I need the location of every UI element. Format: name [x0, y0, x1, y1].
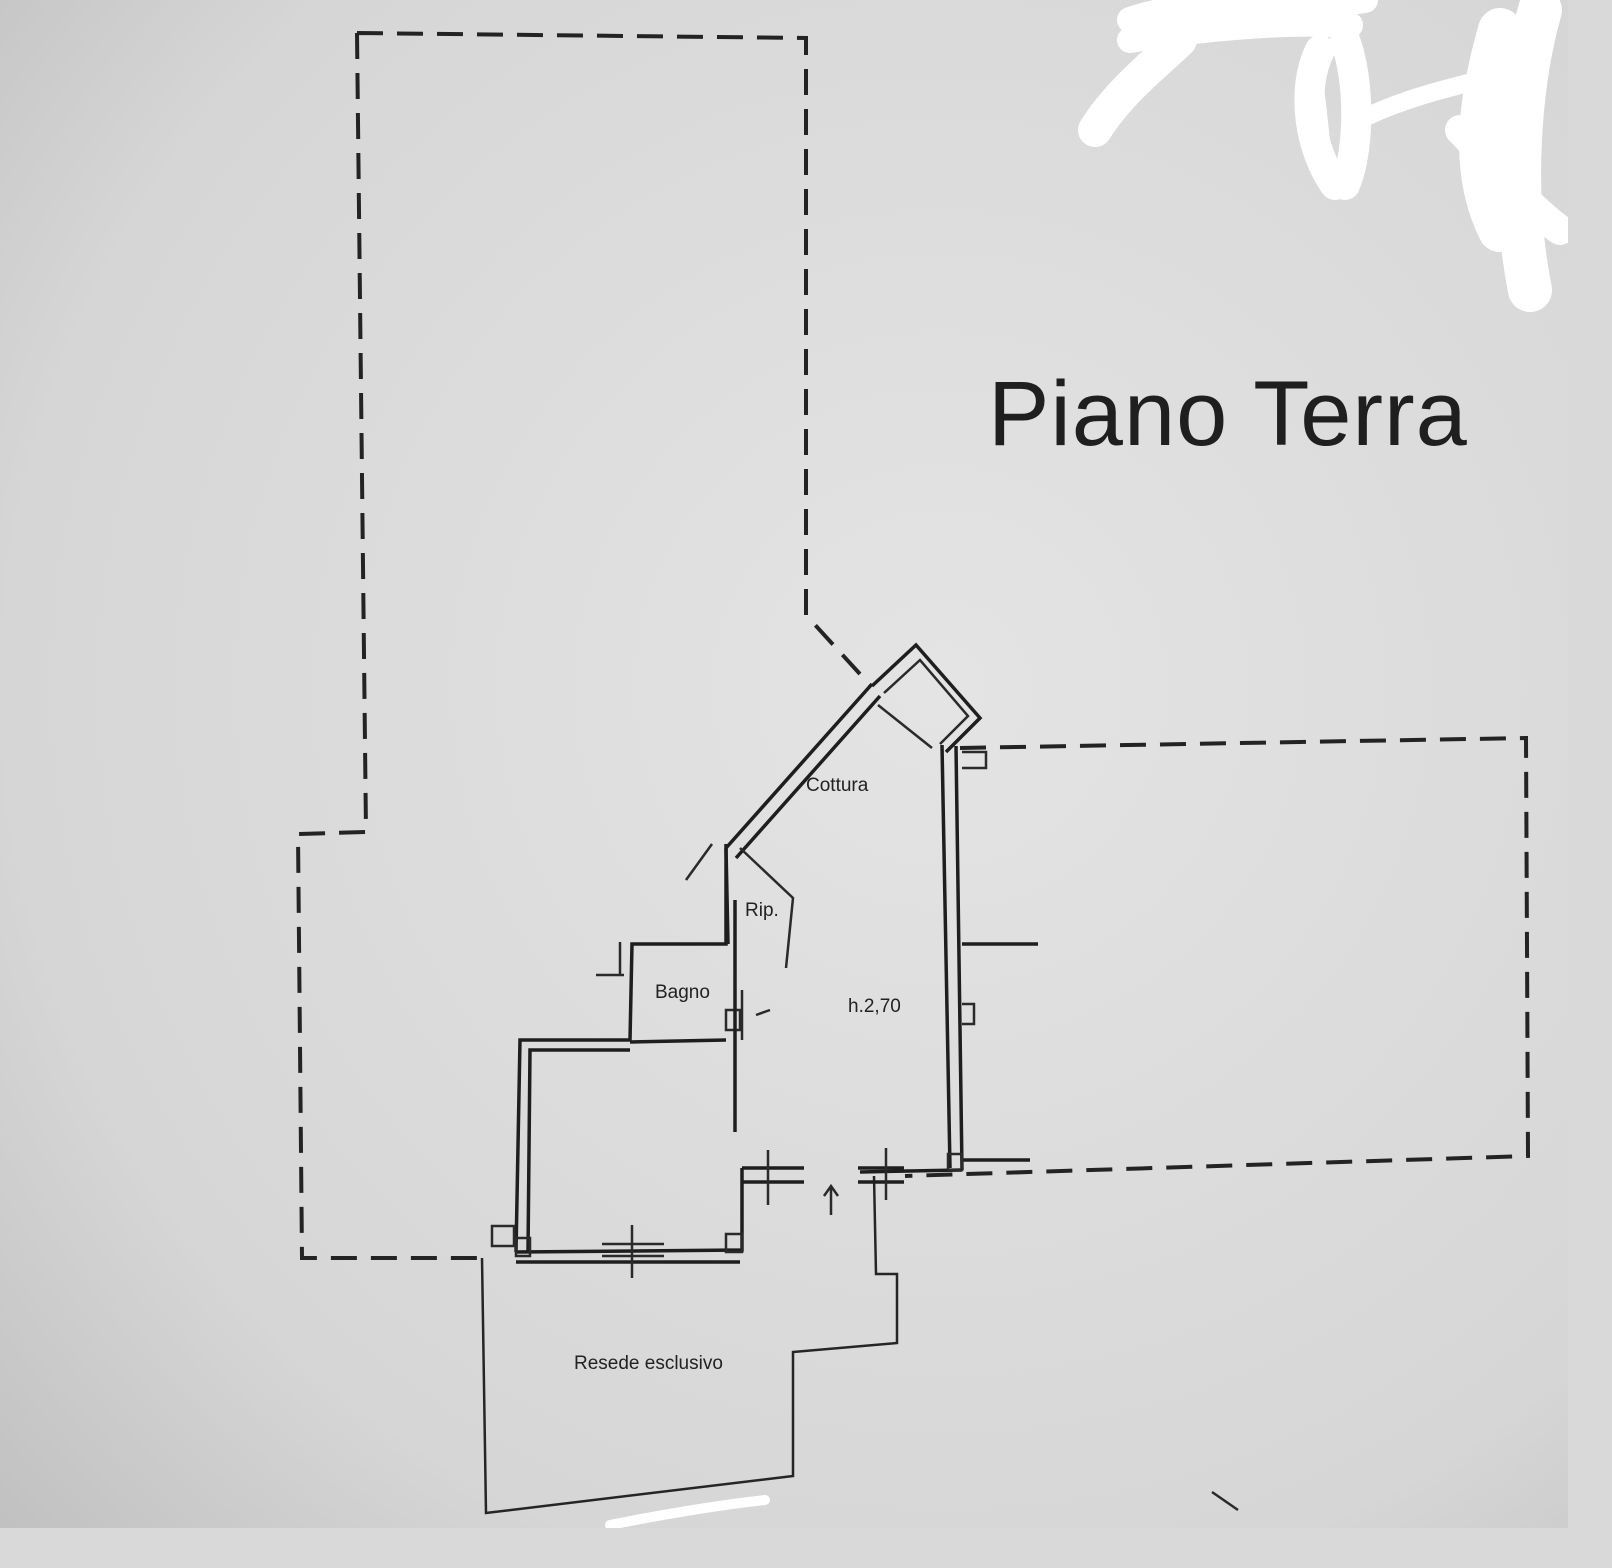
paper-background: [0, 0, 1568, 1528]
room-label-ripostiglio: Rip.: [745, 900, 779, 921]
room-label-cottura: Cottura: [806, 775, 869, 796]
room-label-resede: Resede esclusivo: [574, 1353, 723, 1374]
floor-plan: Piano Terra: [0, 0, 1568, 1528]
redaction-scribble-bottom: [605, 1495, 770, 1528]
resede-outline: [480, 1175, 899, 1515]
room-label-bagno: Bagno: [655, 982, 710, 1003]
stray-mark: [1211, 1490, 1239, 1512]
right-boundary-dashed: [904, 735, 1531, 1178]
plan-title: Piano Terra: [988, 363, 1468, 465]
redaction-scribble: [1078, 0, 1568, 312]
room-label-height: h.2,70: [848, 996, 901, 1017]
left-boundary-dashed: [295, 31, 872, 1260]
unit-walls: [490, 642, 1038, 1278]
